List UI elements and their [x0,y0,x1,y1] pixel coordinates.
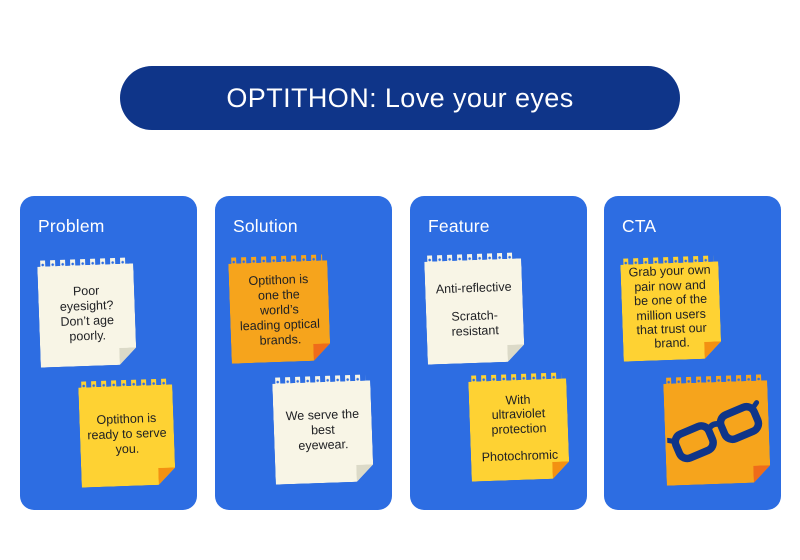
sticky-note: Anti-reflective Scratch- resistant [424,252,525,364]
page-title: OPTITHON: Love your eyes [226,82,574,113]
column-label: Solution [233,216,298,236]
column-solution: Solution Optithon is one the world’s lea… [215,196,392,510]
sticky-note: Poor eyesight? Don’t age poorly. [37,257,136,367]
note-text: Anti-reflective Scratch- resistant [435,279,512,339]
note-text: Grab your own pair now and be one of the… [628,262,711,351]
note-text: Optithon is one the world’s leading opti… [239,271,321,348]
note-text: We serve the best eyewear. [285,406,360,453]
column-problem: Problem Poor eyesight? Don’t age poorly.… [20,196,197,510]
sticky-note: We serve the best eyewear. [272,374,373,484]
note-text: Poor eyesight? Don’t age poorly. [59,283,115,344]
sticky-note: With ultraviolet protection Photochromic [468,372,569,481]
sticky-note: Optithon is one the world’s leading opti… [228,254,330,363]
column-label: Problem [38,216,105,236]
note-text: With ultraviolet protection Photochromic [481,392,559,465]
sticky-note: Grab your own pair now and be one of the… [620,255,721,361]
column-label: Feature [428,216,490,236]
note-text: Optithon is ready to serve you. [87,410,167,456]
column-feature: Feature Anti-reflective Scratch- resista… [410,196,587,510]
sticky-note [663,374,770,486]
sticky-note: Optithon is ready to serve you. [78,378,175,487]
glasses-icon [665,400,763,463]
column-cta: CTA Grab your own pair now and be one of… [604,196,781,510]
column-label: CTA [622,216,657,236]
title-pill: OPTITHON: Love your eyes [120,66,680,130]
